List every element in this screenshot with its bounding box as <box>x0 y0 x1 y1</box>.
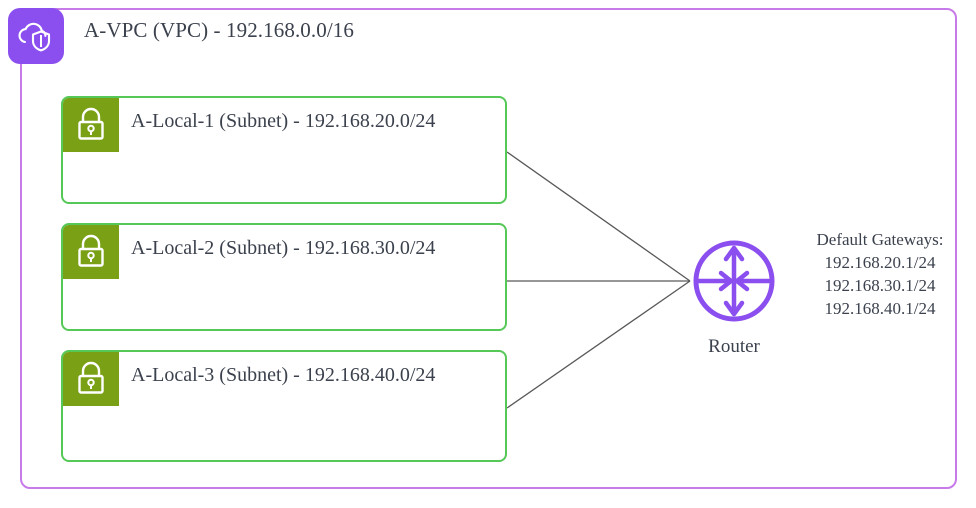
subnet-label: A-Local-1 (Subnet) - 192.168.20.0/24 <box>131 110 436 132</box>
gateway-address: 192.168.30.1/24 <box>824 276 936 295</box>
default-gateways-block: Default Gateways: 192.168.20.1/24 192.16… <box>805 228 955 320</box>
subnet-label: A-Local-3 (Subnet) - 192.168.40.0/24 <box>131 364 436 386</box>
subnet-box-a-local-2[interactable]: A-Local-2 (Subnet) - 192.168.30.0/24 <box>61 223 507 331</box>
vpc-cloud-shield-icon <box>8 8 64 64</box>
gateway-address: 192.168.40.1/24 <box>824 299 936 318</box>
lock-icon <box>63 98 119 152</box>
lock-icon <box>63 225 119 279</box>
router-icon[interactable] <box>690 237 778 325</box>
page-title: A-VPC (VPC) - 192.168.0.0/16 <box>84 18 354 42</box>
gateway-address: 192.168.20.1/24 <box>824 253 936 272</box>
subnet-box-a-local-3[interactable]: A-Local-3 (Subnet) - 192.168.40.0/24 <box>61 350 507 462</box>
vpc-container <box>20 8 957 489</box>
subnet-label: A-Local-2 (Subnet) - 192.168.30.0/24 <box>131 237 436 259</box>
subnet-box-a-local-1[interactable]: A-Local-1 (Subnet) - 192.168.20.0/24 <box>61 96 507 204</box>
lock-icon <box>63 352 119 406</box>
gateways-heading: Default Gateways: <box>816 230 944 249</box>
router-label: Router <box>708 336 760 357</box>
